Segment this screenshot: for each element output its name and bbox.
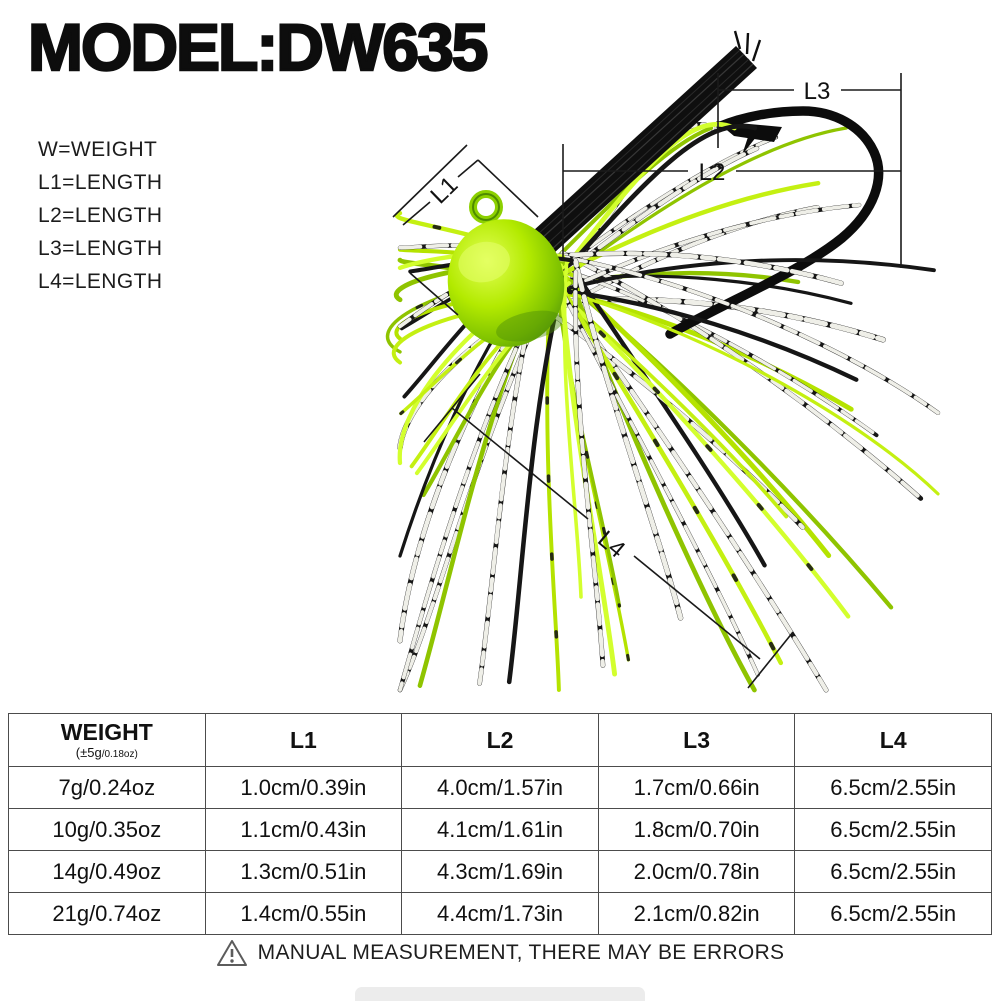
skirt-strand	[549, 281, 851, 619]
cell-l3: 2.1cm/0.82in	[597, 892, 796, 935]
legend-item-l4: L4=LENGTH	[38, 270, 163, 293]
disclaimer: MANUAL MEASUREMENT, THERE MAY BE ERRORS	[0, 938, 1000, 968]
skirt-strand	[553, 203, 861, 297]
skirt-strand	[561, 255, 940, 415]
dim-label-l2: L2	[699, 159, 726, 186]
skirt-strand	[560, 290, 829, 693]
legend-item-l3: L3=LENGTH	[38, 237, 163, 260]
disclaimer-text: MANUAL MEASUREMENT, THERE MAY BE ERRORS	[257, 941, 785, 964]
cell-weight: 7g/0.24oz	[8, 766, 206, 809]
cell-l2: 4.0cm/1.57in	[401, 766, 599, 809]
dim-label-l1: L1	[425, 171, 463, 209]
cell-l4: 6.5cm/2.55in	[794, 808, 992, 851]
cell-weight: 10g/0.35oz	[8, 808, 206, 851]
col-header-l4: L4	[794, 713, 992, 767]
warning-icon	[216, 940, 247, 966]
cell-l4: 6.5cm/2.55in	[794, 766, 992, 809]
jig-head	[447, 190, 565, 347]
skirt-strand	[386, 270, 551, 354]
col-header-l1: L1	[204, 713, 403, 767]
skirt-strand	[541, 286, 859, 382]
col-header-weight: WEIGHT (±5g/0.18oz)	[8, 713, 206, 767]
cell-weight: 14g/0.49oz	[8, 850, 206, 893]
col-header-l3: L3	[597, 713, 796, 767]
cell-l2: 4.3cm/1.69in	[401, 850, 599, 893]
hook-barb	[742, 131, 760, 155]
cell-l4: 6.5cm/2.55in	[794, 850, 992, 893]
cell-l3: 1.8cm/0.70in	[597, 808, 796, 851]
skirt-strand	[547, 180, 821, 283]
page-title: MODEL:DW635	[27, 10, 490, 84]
weight-label: WEIGHT	[60, 719, 153, 745]
table-row: 7g/0.24oz 1.0cm/0.39in 4.0cm/1.57in 1.7c…	[8, 766, 992, 809]
cell-l1: 1.0cm/0.39in	[204, 766, 403, 809]
cell-l3: 1.7cm/0.66in	[597, 766, 796, 809]
skirt-strand	[567, 126, 848, 276]
skirt-strand	[558, 123, 758, 279]
skirt-strand	[564, 268, 879, 437]
table-row: 10g/0.35oz 1.1cm/0.43in 4.1cm/1.61in 1.8…	[8, 808, 992, 851]
size-table: WEIGHT (±5g/0.18oz) L1 L2 L3 L4 7g/0.24o…	[8, 713, 992, 935]
skirt-strand	[540, 305, 805, 530]
cell-weight: 21g/0.74oz	[8, 892, 206, 935]
skirt-strand	[572, 292, 940, 496]
product-photo: L1 L2 L3 L4	[385, 30, 941, 693]
cell-l2: 4.1cm/1.61in	[401, 808, 599, 851]
cell-l2: 4.4cm/1.73in	[401, 892, 599, 935]
skirt-strand	[573, 258, 683, 621]
table-row: 21g/0.74oz 1.4cm/0.55in 4.4cm/1.73in 2.1…	[8, 892, 992, 935]
col-header-l2: L2	[401, 713, 599, 767]
legend-item-l1: L1=LENGTH	[38, 171, 163, 194]
watermark-bar	[355, 987, 645, 1001]
table-row: 14g/0.49oz 1.3cm/0.51in 4.3cm/1.69in 2.0…	[8, 850, 992, 893]
cell-l1: 1.3cm/0.51in	[204, 850, 403, 893]
legend-item-l2: L2=LENGTH	[38, 204, 163, 227]
cell-l4: 6.5cm/2.55in	[794, 892, 992, 935]
legend-item-w: W=WEIGHT	[38, 138, 158, 161]
skirt-strand	[542, 251, 844, 286]
skirt-strand	[506, 271, 567, 685]
skirt-strand	[398, 300, 547, 692]
skirt-strand	[395, 211, 554, 264]
dim-label-l3: L3	[804, 78, 831, 105]
weight-tolerance: (±5g/0.18oz)	[75, 745, 138, 760]
cell-l1: 1.1cm/0.43in	[204, 808, 403, 851]
cell-l1: 1.4cm/0.55in	[204, 892, 403, 935]
measurement-legend: W=WEIGHT L1=LENGTH L2=LENGTH L3=LENGTH L…	[38, 133, 162, 298]
skirt-strand	[564, 146, 759, 275]
skirt-strand	[573, 269, 606, 668]
cell-l3: 2.0cm/0.78in	[597, 850, 796, 893]
skirt-strand	[562, 260, 583, 599]
table-header-row: WEIGHT (±5g/0.18oz) L1 L2 L3 L4	[8, 713, 992, 767]
skirt-strand	[568, 258, 936, 290]
skirt-strand	[560, 135, 778, 269]
weed-guard	[533, 30, 762, 253]
